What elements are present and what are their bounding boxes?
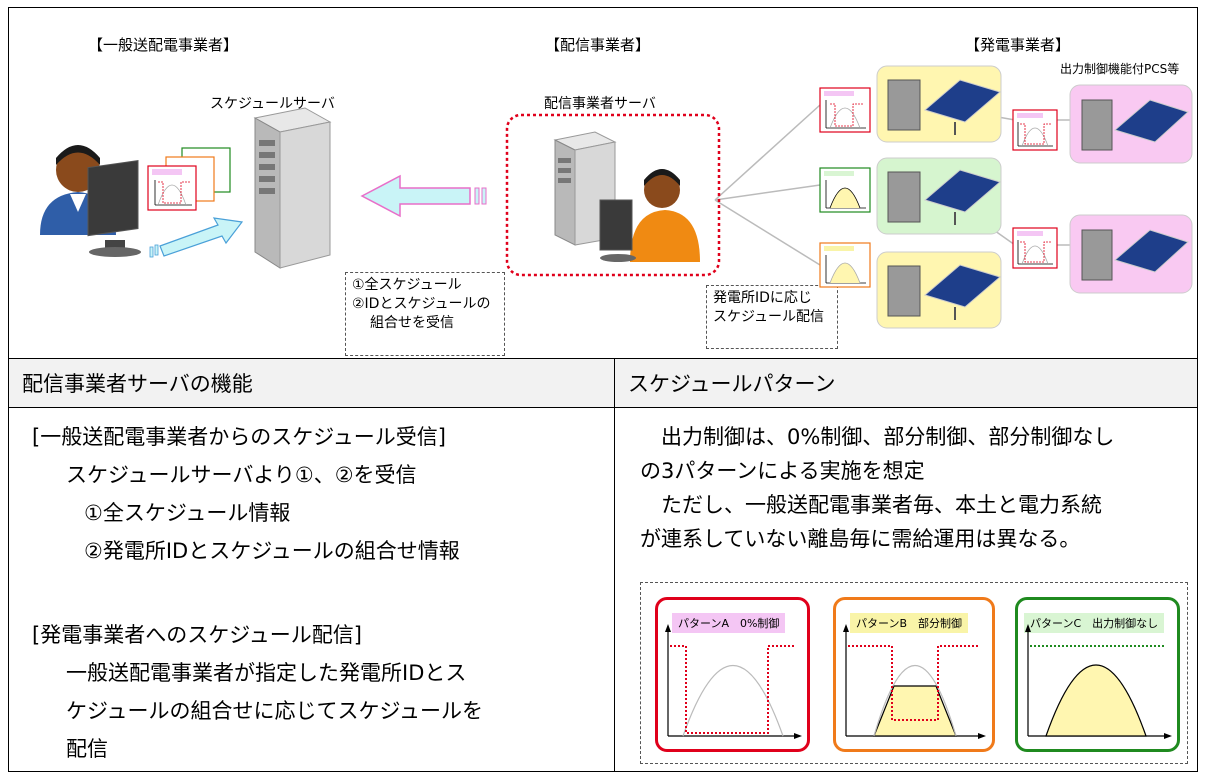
schedule-server-icon bbox=[253, 107, 332, 269]
distribute-note: 発電所IDに応じ スケジュール配信 bbox=[706, 285, 838, 349]
receive-note-line: ①全スケジュール bbox=[352, 277, 462, 293]
pattern-a-graph bbox=[665, 624, 802, 739]
operator-left-icon bbox=[40, 145, 141, 257]
divider-header bbox=[8, 407, 1198, 408]
schedule-card-red-2 bbox=[1012, 109, 1058, 151]
org-label-generator: 【発電事業者】 bbox=[965, 36, 1071, 54]
pattern-c-card: パターンC 出力制御なし bbox=[1015, 597, 1180, 752]
pattern-b-label: パターンB 部分制御 bbox=[850, 613, 968, 633]
org-label-distributor: 【配信事業者】 bbox=[545, 36, 651, 54]
generator-pink-top bbox=[1069, 84, 1193, 164]
receive-note-line: ②IDとスケジュールの bbox=[352, 296, 491, 312]
pattern-c-label: パターンC 出力制御なし bbox=[1024, 613, 1165, 633]
pcs-label: 出力制御機能付PCS等 bbox=[1060, 62, 1180, 76]
pattern-desc-line-3: ただし、一般送配電事業者毎、本土と電力系統 bbox=[640, 493, 1102, 517]
divider-top bbox=[8, 358, 1198, 359]
generator-pink-bottom bbox=[1069, 214, 1193, 294]
section-title-schedule-patterns: スケジュールパターン bbox=[628, 368, 836, 398]
send-arrow-icon bbox=[149, 217, 244, 258]
schedule-card-green bbox=[819, 167, 871, 213]
distribute-heading: [発電事業者へのスケジュール配信] bbox=[32, 623, 362, 647]
distribute-line-1: 一般送配電事業者が指定した発電所IDとス bbox=[66, 661, 467, 685]
receive-note: ①全スケジュール ②IDとスケジュールの 組合せを受信 bbox=[345, 272, 505, 356]
distribute-note-line: 発電所IDに応じ bbox=[713, 290, 812, 306]
pattern-b-graph bbox=[843, 624, 986, 739]
distribute-note-line: スケジュール配信 bbox=[713, 309, 825, 325]
operator-center-icon bbox=[599, 169, 700, 262]
pattern-desc-line-2: の3パターンによる実施を想定 bbox=[640, 459, 925, 483]
schedule-card-red bbox=[819, 87, 871, 133]
schedule-card-red-3 bbox=[1012, 227, 1058, 269]
pattern-a-label: パターンA 0%制御 bbox=[672, 613, 786, 633]
schedule-card-orange bbox=[819, 242, 871, 288]
generator-yellow-bottom bbox=[876, 251, 1002, 329]
pattern-b-card: パターンB 部分制御 bbox=[833, 597, 995, 752]
pattern-a-card: パターンA 0%制御 bbox=[655, 597, 810, 752]
system-diagram bbox=[40, 65, 1193, 329]
distributor-server-box bbox=[505, 113, 721, 277]
receive-note-line: 組合せを受信 bbox=[370, 315, 454, 331]
pattern-c-graph bbox=[1025, 624, 1172, 739]
receive-item-2: ②発電所IDとスケジュールの組合せ情報 bbox=[84, 539, 460, 563]
receive-line: スケジュールサーバより①、②を受信 bbox=[66, 463, 417, 487]
distributor-server-icon bbox=[553, 131, 617, 246]
schedule-cards-left-icon bbox=[147, 147, 231, 211]
distribute-line-3: 配信 bbox=[66, 737, 108, 761]
receive-arrow-icon bbox=[360, 174, 487, 218]
distribute-line-2: ケジュールの組合せに応じてスケジュールを bbox=[66, 699, 484, 723]
distributor-server-label: 配信事業者サーバ bbox=[544, 96, 656, 112]
section-title-server-functions: 配信事業者サーバの機能 bbox=[22, 368, 253, 398]
divider-vertical bbox=[614, 358, 615, 772]
generator-yellow-top bbox=[876, 65, 1002, 143]
patterns-container bbox=[640, 582, 1188, 764]
receive-heading: [一般送配電事業者からのスケジュール受信] bbox=[32, 425, 446, 449]
receive-item-1: ①全スケジュール情報 bbox=[84, 501, 291, 525]
diagram-frame bbox=[8, 7, 1198, 772]
pattern-desc-line-4: が連系していない離島毎に需給運用は異なる。 bbox=[640, 527, 1081, 551]
org-label-transmission: 【一般送配電事業者】 bbox=[88, 36, 239, 54]
generator-green bbox=[876, 157, 1002, 235]
pattern-desc-line-1: 出力制御は、0%制御、部分制御、部分制御なし bbox=[640, 425, 1115, 449]
